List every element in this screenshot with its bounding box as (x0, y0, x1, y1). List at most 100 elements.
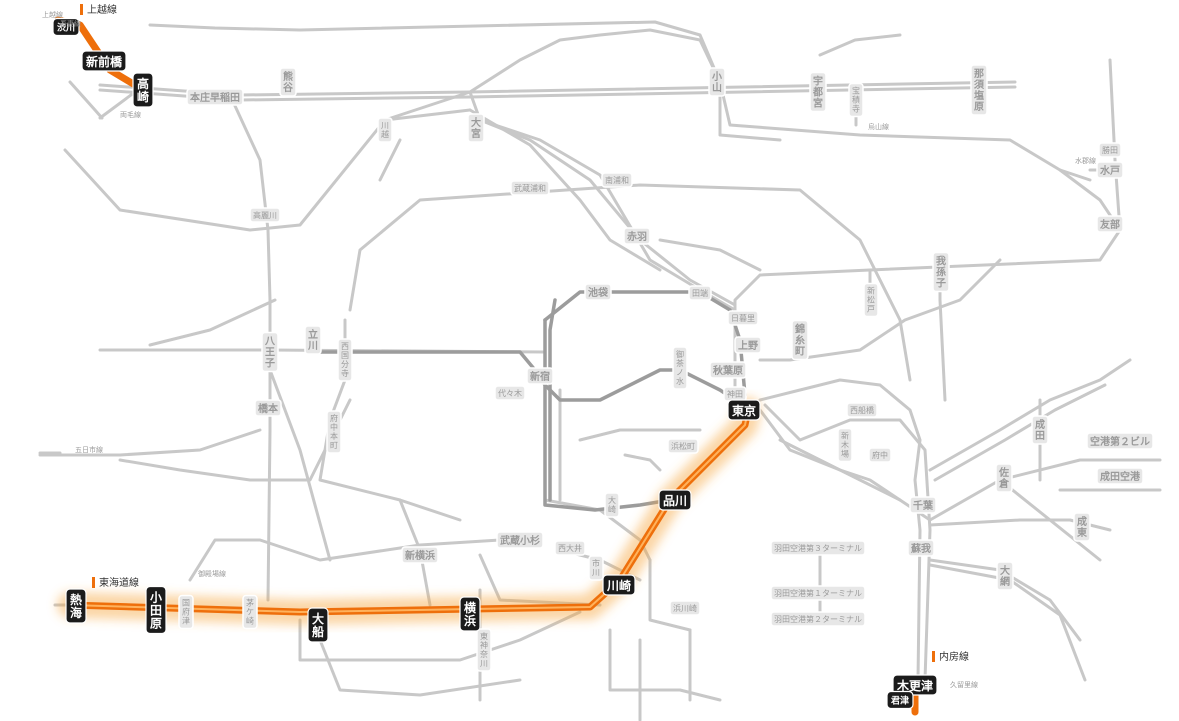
svg-text:神: 神 (480, 640, 488, 650)
small-label-agatsuma: 吾妻線 (60, 19, 81, 28)
svg-text:東: 東 (480, 631, 488, 641)
station-oyama[interactable]: 小山 (708, 67, 726, 97)
station-nishi-funabashi[interactable]: 西船橋 (846, 402, 878, 418)
station-kawagoe[interactable]: 川越 (377, 117, 393, 143)
station-takasaki[interactable]: 高崎 (132, 72, 154, 108)
station-kawasaki[interactable]: 川崎 (602, 574, 636, 596)
station-kisarazu[interactable]: 木更津 (892, 674, 938, 696)
station-sakura[interactable]: 佐倉 (995, 463, 1013, 493)
svg-text:原: 原 (150, 617, 162, 631)
station-tachikawa[interactable]: 立川 (304, 325, 322, 355)
svg-text:分: 分 (341, 360, 349, 369)
station-kozu[interactable]: 国府津 (178, 594, 194, 630)
small-label-ryomo: 両毛線 (120, 110, 141, 119)
station-musashi-kosugi[interactable]: 武蔵小杉 (496, 531, 544, 549)
station-nishi-oi[interactable]: 西大井 (554, 540, 586, 556)
svg-text:武蔵小杉: 武蔵小杉 (500, 534, 540, 547)
station-soga[interactable]: 蘇我 (907, 539, 935, 557)
station-narita-airport[interactable]: 成田空港 (1096, 467, 1144, 485)
station-shinmaebashi[interactable]: 新前橋 (81, 50, 127, 72)
station-shinagawa[interactable]: 品川 (658, 489, 692, 511)
station-shin-yokohama[interactable]: 新横浜 (401, 546, 439, 564)
station-fuchu[interactable]: 府中 (868, 447, 892, 463)
station-kinshicho[interactable]: 錦糸町 (791, 319, 809, 361)
station-shinmatsudo[interactable]: 新松戸 (863, 282, 879, 318)
svg-text:熊: 熊 (283, 70, 293, 83)
station-narita[interactable]: 成田 (1031, 415, 1049, 445)
station-kimitsu[interactable]: 君津 (886, 690, 914, 710)
svg-text:秋葉原: 秋葉原 (713, 364, 743, 377)
station-chiba[interactable]: 千葉 (909, 496, 937, 514)
station-nippori[interactable]: 日暮里 (727, 310, 759, 326)
station-oami[interactable]: 大網 (996, 561, 1014, 591)
svg-text:崎: 崎 (137, 89, 149, 104)
station-airport-t2[interactable]: 空港第２ビル (1086, 432, 1154, 450)
svg-text:積: 積 (852, 95, 860, 105)
svg-text:橋本: 橋本 (258, 402, 279, 415)
station-hamakawasaki[interactable]: 浜川崎 (669, 600, 701, 616)
svg-text:戸: 戸 (867, 305, 875, 314)
svg-text:塩: 塩 (974, 89, 984, 102)
station-osaki[interactable]: 大崎 (604, 492, 620, 518)
station-hoshakuji[interactable]: 宝積寺 (848, 82, 864, 118)
station-ueno[interactable]: 上野 (734, 336, 762, 354)
station-akihabara[interactable]: 秋葉原 (709, 361, 747, 379)
station-shin-kiba[interactable]: 新木場 (837, 427, 853, 463)
station-haneda-t2[interactable]: 羽田空港第２ターミナル (770, 611, 866, 627)
station-haneda-t1[interactable]: 羽田空港第１ターミナル (770, 585, 866, 601)
svg-text:府中: 府中 (872, 450, 888, 460)
station-tabata[interactable]: 田端 (688, 285, 712, 301)
station-komagawa[interactable]: 高麗川 (249, 207, 281, 223)
station-kumagaya[interactable]: 熊谷 (279, 67, 297, 97)
station-odawara[interactable]: 小田原 (145, 585, 167, 635)
station-yoyogi[interactable]: 代々木 (494, 385, 526, 401)
svg-text:田: 田 (1035, 430, 1045, 442)
svg-text:八: 八 (264, 336, 276, 348)
svg-text:新宿: 新宿 (530, 370, 550, 383)
svg-text:東京: 東京 (732, 403, 756, 418)
svg-text:原: 原 (974, 101, 984, 113)
svg-text:友部: 友部 (1100, 218, 1120, 231)
station-omiya[interactable]: 大宮 (467, 113, 485, 143)
station-musashi-urawa[interactable]: 武蔵浦和 (510, 180, 550, 196)
station-ofuna[interactable]: 大船 (307, 607, 329, 643)
svg-text:糸: 糸 (795, 334, 805, 347)
svg-text:水戸: 水戸 (1099, 164, 1120, 177)
station-mito[interactable]: 水戸 (1096, 161, 1124, 179)
station-haneda-t3[interactable]: 羽田空港第３ターミナル (770, 540, 866, 556)
station-tokyo[interactable]: 東京 (727, 399, 761, 421)
svg-text:那: 那 (974, 68, 984, 80)
station-chigasaki[interactable]: 茅ケ崎 (242, 594, 258, 630)
station-hamamatsucho[interactable]: 浜松町 (667, 438, 699, 454)
station-kanda[interactable]: 神田 (723, 386, 747, 402)
station-atami[interactable]: 熱海 (65, 588, 87, 624)
station-hachioji[interactable]: 八王子 (261, 331, 279, 373)
line-label-uchibo: 内房線 (932, 650, 969, 663)
svg-text:子: 子 (265, 358, 275, 370)
station-shibukawa[interactable]: 渋川 (52, 17, 80, 37)
station-minami-urawa[interactable]: 南浦和 (601, 172, 633, 188)
station-shinjuku[interactable]: 新宿 (526, 367, 554, 385)
small-label-itsukaichi: 五日市線 (75, 445, 103, 454)
station-hashimoto[interactable]: 橋本 (254, 399, 282, 417)
station-akabane[interactable]: 赤羽 (623, 227, 651, 245)
svg-text:津: 津 (182, 616, 190, 626)
station-ikebukuro[interactable]: 池袋 (584, 283, 612, 301)
station-utsunomiya[interactable]: 宇都宮 (809, 71, 827, 113)
svg-text:大: 大 (608, 495, 616, 505)
station-togane[interactable]: 成東 (1073, 512, 1091, 542)
station-katsuta[interactable]: 勝田 (1098, 142, 1122, 158)
station-ichikawa[interactable]: 市川 (588, 555, 604, 581)
station-tomobe[interactable]: 友部 (1096, 215, 1124, 233)
station-honjo-waseda[interactable]: 本庄早稲田 (186, 88, 244, 106)
station-yokohama[interactable]: 横浜 (459, 596, 481, 632)
station-abiko[interactable]: 我孫子 (932, 251, 950, 293)
